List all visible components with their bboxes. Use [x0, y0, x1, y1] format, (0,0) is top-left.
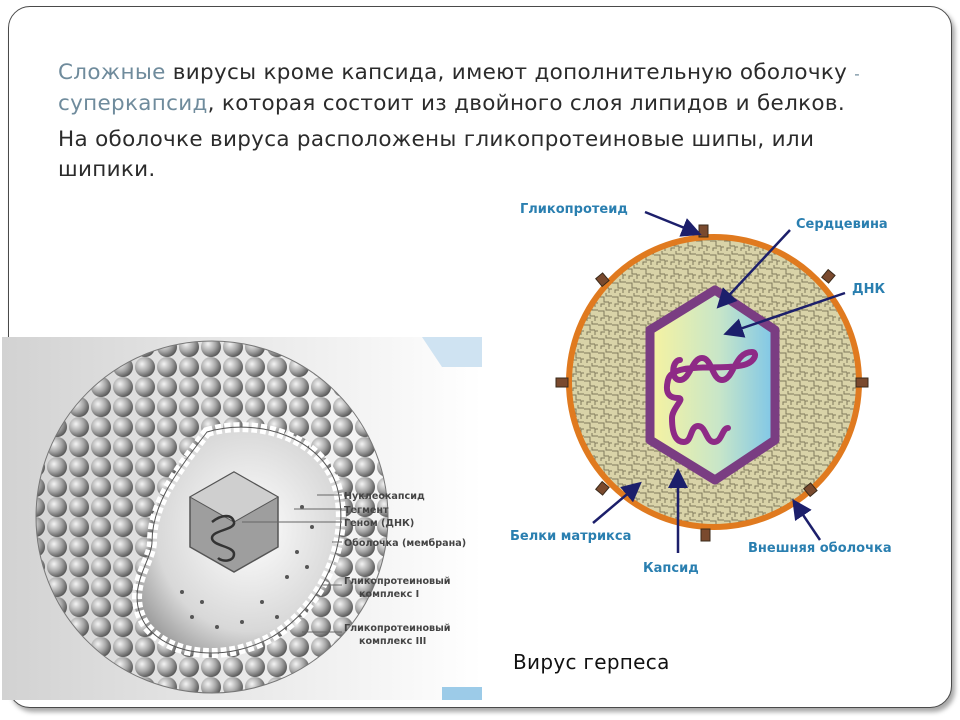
label-nucleocapsid: Нуклеокапсид — [344, 491, 425, 502]
text-run: вирусы кроме капсида, имеют дополнительн… — [165, 60, 855, 85]
label-glycoprotein-complex-1-line2: комплекс I — [359, 589, 419, 600]
virus-cutaway-svg: Нуклеокапсид Тегмент Геном (ДНК) Оболочк… — [2, 337, 482, 700]
text-run: , которая состоит из двойного слоя липид… — [207, 91, 845, 116]
paragraph-complex-viruses: Сложные вирусы кроме капсида, имеют допо… — [58, 58, 898, 119]
herpes-virus-diagram: Гликопротеид Сердцевина ДНК Белки матрик… — [500, 195, 940, 585]
virus-cutaway-illustration: Нуклеокапсид Тегмент Геном (ДНК) Оболочк… — [2, 337, 482, 700]
figure-caption: Вирус герпеса — [513, 650, 670, 674]
label-matrix-proteins: Белки матрикса — [510, 529, 631, 544]
label-genome: Геном (ДНК) — [344, 518, 414, 529]
slide-text: Сложные вирусы кроме капсида, имеют допо… — [58, 58, 898, 191]
term-supercapsid: суперкапсид — [58, 91, 208, 116]
label-outer-envelope: Внешняя оболочка — [748, 541, 892, 556]
label-glycoprotein-complex-1-line1: Гликопротеиновый — [344, 576, 451, 587]
paragraph-spikes: На оболочке вируса расположены гликопрот… — [58, 127, 815, 182]
label-glycoprotein-complex-3-line2: комплекс III — [359, 636, 426, 647]
label-glycoprotein: Гликопротеид — [520, 202, 628, 217]
label-core: Сердцевина — [796, 217, 888, 232]
label-capsid: Капсид — [643, 561, 699, 576]
herpes-diagram-svg: Гликопротеид Сердцевина ДНК Белки матрик… — [510, 202, 892, 576]
label-glycoprotein-complex-3-line1: Гликопротеиновый — [344, 623, 451, 634]
label-dna: ДНК — [852, 282, 885, 297]
label-membrane: Оболочка (мембрана) — [344, 537, 466, 549]
term-complex: Сложные — [58, 60, 166, 85]
label-tegument: Тегмент — [344, 505, 389, 516]
dash: - — [854, 65, 860, 83]
